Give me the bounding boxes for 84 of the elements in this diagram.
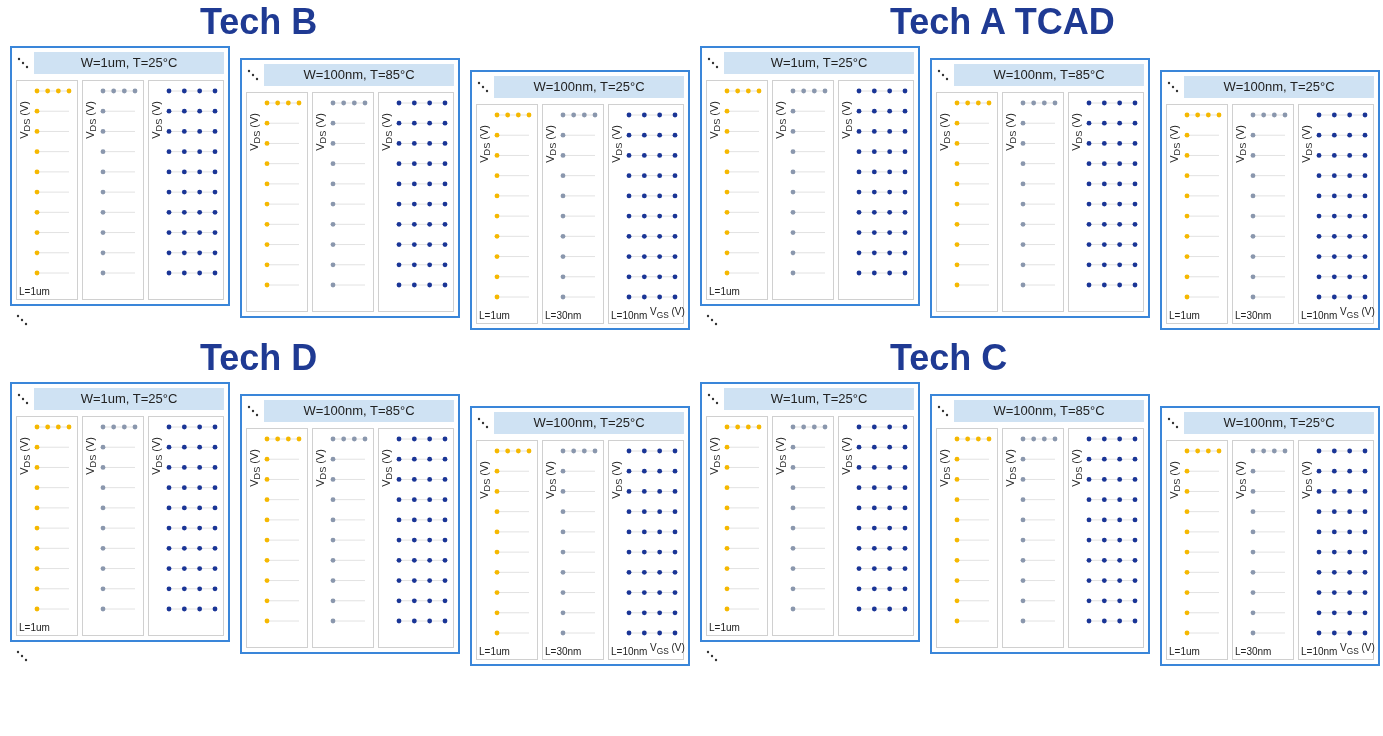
plot-card — [1160, 70, 1380, 330]
plot-panel — [542, 440, 604, 660]
plot-panel — [246, 92, 308, 312]
axis-label: V$_{GS}$ (V) — [650, 641, 685, 658]
plot-panel — [16, 80, 78, 300]
plot-card — [700, 46, 920, 306]
group-title: Tech B — [200, 2, 318, 42]
length-label: L=30nm — [1235, 309, 1272, 322]
condition-label: W=1um, T=25°C — [724, 52, 914, 74]
plot-panel — [542, 104, 604, 324]
group-title: Tech D — [200, 338, 318, 378]
condition-label: W=100nm, T=25°C — [494, 76, 684, 98]
condition-label: W=100nm, T=25°C — [1184, 76, 1374, 98]
length-label: L=10nm — [1301, 309, 1338, 322]
plot-panel — [1002, 428, 1064, 648]
length-label: L=10nm — [1301, 645, 1338, 658]
plot-panel — [476, 440, 538, 660]
plot-panel — [1298, 440, 1374, 660]
length-label: L=10nm — [611, 645, 648, 658]
plot-panel — [1298, 104, 1374, 324]
length-label: L=1um — [479, 645, 510, 658]
length-label: L=1um — [19, 621, 50, 634]
plot-card — [1160, 406, 1380, 666]
group-title: Tech C — [890, 338, 1008, 378]
plot-panel — [772, 80, 834, 300]
plot-panel — [148, 416, 224, 636]
plot-panel — [82, 416, 144, 636]
condition-label: W=100nm, T=25°C — [494, 412, 684, 434]
plot-panel — [936, 428, 998, 648]
condition-label: W=100nm, T=85°C — [954, 64, 1144, 86]
plot-panel — [82, 80, 144, 300]
plot-panel — [706, 416, 768, 636]
length-label: L=1um — [1169, 309, 1200, 322]
plot-card — [930, 394, 1150, 654]
condition-label: W=100nm, T=85°C — [954, 400, 1144, 422]
plot-panel — [378, 428, 454, 648]
plot-card — [10, 46, 230, 306]
plot-panel — [706, 80, 768, 300]
condition-label: W=100nm, T=85°C — [264, 64, 454, 86]
plot-panel — [312, 428, 374, 648]
plot-panel — [16, 416, 78, 636]
plot-panel — [1068, 428, 1144, 648]
plot-panel — [148, 80, 224, 300]
length-label: L=1um — [19, 285, 50, 298]
plot-card — [700, 382, 920, 642]
plot-panel — [1002, 92, 1064, 312]
condition-label: W=1um, T=25°C — [34, 388, 224, 410]
length-label: L=10nm — [611, 309, 648, 322]
length-label: L=1um — [1169, 645, 1200, 658]
plot-card — [240, 58, 460, 318]
plot-panel — [838, 416, 914, 636]
plot-panel — [1068, 92, 1144, 312]
plot-card — [470, 70, 690, 330]
length-label: L=30nm — [1235, 645, 1272, 658]
length-label: L=30nm — [545, 645, 582, 658]
plot-panel — [772, 416, 834, 636]
length-label: L=30nm — [545, 309, 582, 322]
length-label: L=1um — [709, 285, 740, 298]
condition-label: W=1um, T=25°C — [724, 388, 914, 410]
plot-panel — [608, 440, 684, 660]
group-title: Tech A TCAD — [890, 2, 1115, 42]
plot-panel — [312, 92, 374, 312]
length-label: L=1um — [479, 309, 510, 322]
plot-panel — [246, 428, 308, 648]
axis-label: V$_{GS}$ (V) — [1340, 641, 1375, 658]
plot-panel — [476, 104, 538, 324]
plot-panel — [1166, 440, 1228, 660]
plot-card — [930, 58, 1150, 318]
plot-card — [10, 382, 230, 642]
plot-panel — [936, 92, 998, 312]
condition-label: W=100nm, T=25°C — [1184, 412, 1374, 434]
plot-panel — [838, 80, 914, 300]
condition-label: W=100nm, T=85°C — [264, 400, 454, 422]
length-label: L=1um — [709, 621, 740, 634]
condition-label: W=1um, T=25°C — [34, 52, 224, 74]
plot-panel — [1232, 440, 1294, 660]
plot-panel — [608, 104, 684, 324]
plot-panel — [1166, 104, 1228, 324]
plot-card — [240, 394, 460, 654]
axis-label: V$_{GS}$ (V) — [1340, 305, 1375, 322]
plot-card — [470, 406, 690, 666]
plot-panel — [378, 92, 454, 312]
axis-label: V$_{GS}$ (V) — [650, 305, 685, 322]
plot-panel — [1232, 104, 1294, 324]
